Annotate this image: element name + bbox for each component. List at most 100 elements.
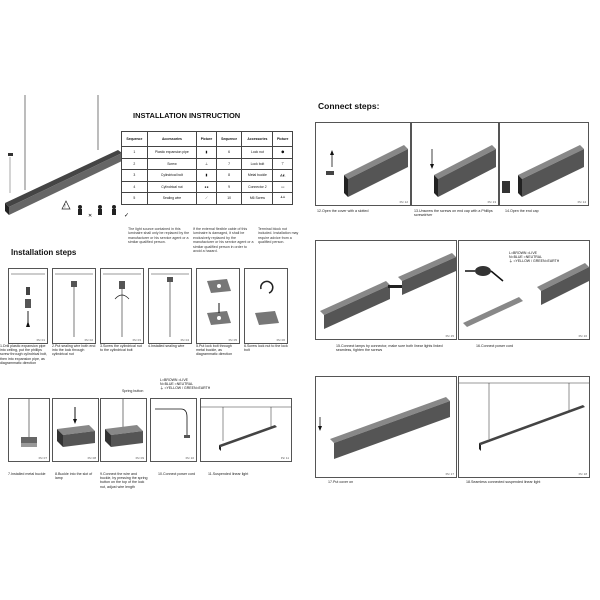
table-cell: Plastic expansion pipe (146, 146, 198, 159)
step-panel-8: Pic 08 (52, 398, 99, 462)
table-row: 4 Cylindrical nut ●● 9 Connector 2 ▭ (121, 180, 293, 193)
table-cell: 6 (215, 146, 243, 159)
pic-number: Pic 17 (445, 472, 454, 476)
table-row: 5 Sealing wire ⟋ 10 M6 Screw ╨╨ (121, 192, 293, 205)
caption-step-17: 17.Put cover on (328, 480, 354, 484)
step-panel-11: Pic 11 (200, 398, 292, 462)
step-18-illustration (459, 382, 589, 451)
hero-linear-light-illustration (5, 95, 122, 215)
pic-number: Pic 08 (87, 456, 96, 460)
table-cell: 10 (215, 192, 243, 205)
pic-number: Pic 02 (84, 338, 93, 342)
step-17-illustration (318, 397, 450, 459)
pic-number: Pic 06 (276, 338, 285, 342)
table-cell: 2 (121, 157, 148, 170)
part-picture-icon: ▮ (196, 146, 217, 159)
pic-number: Pic 15 (445, 334, 454, 338)
step-8-illustration (57, 407, 95, 447)
part-picture-icon: ◭◭ (272, 169, 293, 182)
note-terminal-block: Terminal block not included. Installatio… (258, 227, 299, 245)
step-6-illustration (255, 280, 279, 325)
part-picture-icon: ⊥ (196, 157, 217, 170)
step-panel-17: Pic 17 (315, 376, 457, 478)
table-row: 3 Cylindrical bolt ▮ 8 Metal buckle ◭◭ (121, 169, 293, 182)
svg-text:!: ! (64, 204, 65, 210)
caption-step-6: 6.Screw lock nut to the lock bolt (244, 344, 288, 353)
table-header: Sequence (215, 131, 243, 147)
table-cell: 4 (121, 180, 148, 193)
caption-step-3: 3.Screw the cylindrical nut to the cylin… (100, 344, 142, 353)
table-cell: M6 Screw (241, 192, 274, 205)
part-picture-icon: ╨╨ (272, 192, 293, 205)
step-9-illustration (105, 399, 143, 447)
part-picture-icon: ⊤ (272, 157, 293, 170)
table-cell: 9 (215, 180, 243, 193)
step-15-illustration (320, 253, 456, 329)
note-flexible-cable: If the external flexible cable of this l… (193, 227, 254, 254)
step-panel-6: Pic 06 (244, 268, 288, 344)
step-panel-10: Pic 10 (150, 398, 197, 462)
step-panel-1: Pic 01 (8, 268, 48, 344)
caption-step-14: 14.Open the end cap (505, 209, 539, 213)
step-5-illustration (207, 279, 231, 325)
step-panel-12: Pic 12 (315, 122, 411, 206)
caption-step-7: 7.Installed metal buckle (8, 472, 46, 476)
table-cell: 8 (215, 169, 243, 182)
pic-number: Pic 03 (132, 338, 141, 342)
caption-step-4: 4.Installed sealing wire (148, 344, 185, 348)
table-cell: Sealing wire (146, 192, 198, 205)
pic-number: Pic 12 (399, 200, 408, 204)
caption-step-15: 15.Connect lamps by connector, make sure… (336, 344, 443, 353)
step-panel-7: Pic 07 (8, 398, 50, 462)
caption-step-1: 1.Drill plastic expansion pipe into ceil… (0, 344, 48, 365)
table-cell: 1 (121, 146, 148, 159)
pic-number: Pic 13 (487, 200, 496, 204)
part-picture-icon: ⟋ (196, 192, 217, 205)
table-header: Picture (272, 131, 293, 147)
table-row: 1 Plastic expansion pipe ▮ 6 Lock nut ⬢ (121, 146, 293, 159)
connect-steps-heading: Connect steps: (318, 101, 380, 111)
caption-step-16: 16.Connect power cord (476, 344, 514, 348)
table-header: Accessories (146, 131, 198, 147)
svg-text:✓: ✓ (124, 213, 129, 219)
wiring-line: L=BROWN =LIVE (509, 251, 538, 255)
table-cell: Lock nut (241, 146, 274, 159)
installation-steps-heading: Installation steps (11, 248, 77, 257)
left-wiring-legend: L=BROWN =LIVE N=BLUE =NEUTRAL ⏚ =YELLOW … (160, 378, 210, 391)
table-cell: 3 (121, 169, 148, 182)
step-7-illustration (21, 399, 37, 447)
step-1-illustration (11, 273, 45, 327)
table-header: Picture (196, 131, 217, 147)
step-13-illustration (430, 145, 496, 197)
part-picture-icon: ▮ (196, 169, 217, 182)
safety-person-icons: ! ✕ ✓ (61, 200, 129, 219)
pic-number: Pic 11 (280, 456, 289, 460)
note-light-source: The light source contained in this lumin… (128, 227, 190, 245)
table-cell: Cylindrical nut (146, 180, 198, 193)
step-panel-2: Pic 02 (52, 268, 96, 344)
right-wiring-legend: L=BROWN =LIVE N=BLUE =NEUTRAL ⏚ =YELLOW … (509, 251, 559, 264)
caption-step-9: 9.Connect the wire and buckle, by pressi… (100, 472, 148, 489)
table-header: Accessories (241, 131, 274, 147)
wiring-line: N=BLUE =NEUTRAL (160, 382, 194, 387)
table-cell: Screw (146, 157, 198, 170)
caption-step-18: 18.Seamless connected suspended linear l… (466, 480, 541, 484)
part-picture-icon: ▭ (272, 180, 293, 193)
step-16-illustration (463, 263, 589, 327)
wiring-line: L=BROWN =LIVE (160, 378, 189, 382)
table-cell: Cylindrical bolt (146, 169, 198, 182)
pic-number: Pic 09 (135, 456, 144, 460)
table-cell: Metal buckle (241, 169, 274, 182)
caption-step-11: 11.Suspended linear light (208, 472, 249, 476)
step-2-illustration (55, 273, 93, 337)
svg-text:✕: ✕ (88, 213, 92, 219)
caption-step-8: 8.Buckle into the slot of lamp (55, 472, 93, 481)
step-panel-9: Pic 09 (100, 398, 147, 462)
pic-number: Pic 18 (578, 472, 587, 476)
pic-number: Pic 10 (185, 456, 194, 460)
step-14-illustration (502, 145, 584, 197)
step-11-illustration (201, 406, 291, 451)
caption-step-12: 12.Open the cover with a slotted (317, 209, 369, 213)
step-panel-3: Pic 03 (100, 268, 144, 344)
wiring-line: N=BLUE =NEUTRAL (509, 255, 543, 260)
